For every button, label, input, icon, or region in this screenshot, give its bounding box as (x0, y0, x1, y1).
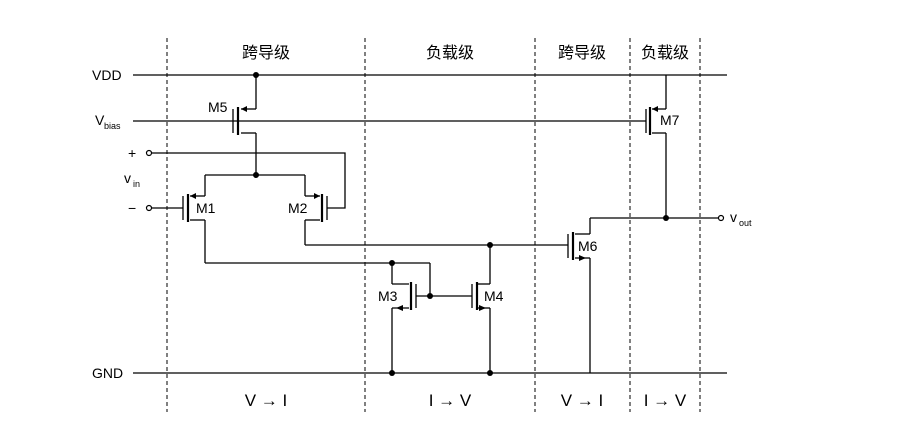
transistor-m6: M6 (567, 218, 598, 373)
transistor-m2: M2 (288, 175, 328, 245)
input-plus: + (128, 145, 346, 209)
junction-dots (253, 72, 669, 376)
transistor-m1: M1 (182, 175, 216, 263)
gnd-rail: GND (92, 365, 727, 381)
svg-text:M4: M4 (484, 288, 504, 304)
stage-label-transconductance-1: 跨导级 (242, 43, 290, 62)
svg-text:in: in (133, 179, 140, 189)
svg-text:M3: M3 (378, 288, 398, 304)
input-minus: − (128, 200, 183, 216)
svg-text:out: out (739, 218, 752, 228)
transistor-m7: M7 (645, 75, 680, 218)
svg-text:v: v (124, 170, 131, 186)
svg-text:M7: M7 (660, 112, 680, 128)
svg-text:bias: bias (104, 121, 121, 131)
stage-label-load-1: 负载级 (426, 43, 474, 62)
svg-text:V: V (95, 112, 105, 128)
conversion-label-1: V → I (245, 391, 288, 410)
transistor-m5: M5 (208, 75, 257, 175)
stage-label-transconductance-2: 跨导级 (558, 43, 606, 62)
vin-label: v in (124, 170, 140, 189)
conversion-label-4: I → V (644, 391, 687, 410)
svg-text:M1: M1 (196, 200, 216, 216)
transistor-m4: M4 (471, 245, 504, 373)
svg-text:GND: GND (92, 365, 123, 381)
transistor-m3: M3 (378, 262, 431, 373)
vbias-line: V bias (95, 112, 646, 131)
svg-text:+: + (128, 145, 136, 161)
stage-dividers (166, 38, 701, 412)
conversion-label-2: I → V (429, 391, 472, 410)
stage-label-load-2: 负载级 (641, 43, 689, 62)
vdd-rail: VDD (92, 67, 727, 83)
conversion-label-3: V → I (561, 391, 604, 410)
svg-text:v: v (730, 209, 737, 225)
svg-text:−: − (128, 200, 136, 216)
svg-text:M6: M6 (578, 238, 598, 254)
svg-text:VDD: VDD (92, 67, 122, 83)
svg-text:M2: M2 (288, 200, 308, 216)
output-node: v out (590, 209, 752, 228)
svg-text:M5: M5 (208, 99, 228, 115)
